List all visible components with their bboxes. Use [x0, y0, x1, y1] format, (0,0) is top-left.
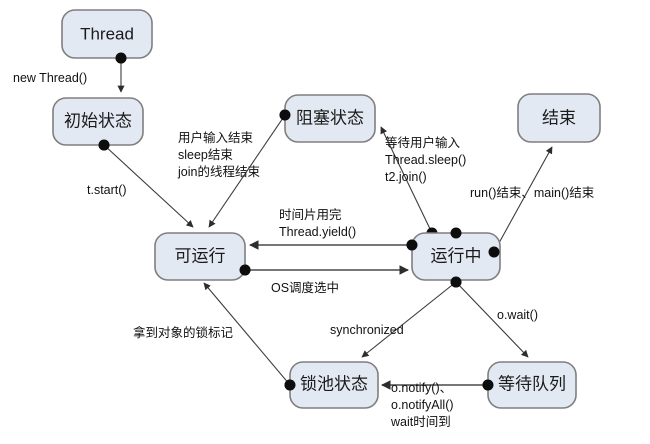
node-finished-label: 结束 — [542, 108, 576, 127]
edge-label-blocked-l1: 用户输入结束 — [178, 130, 254, 145]
node-initial-state[interactable]: 初始状态 — [52, 97, 144, 146]
node-finished[interactable]: 结束 — [517, 93, 601, 143]
node-finished-shape[interactable] — [517, 93, 601, 143]
edge-label-yield-l2: Thread.yield() — [279, 225, 356, 239]
edge-label-o-wait: o.wait() — [497, 308, 538, 322]
node-blocked-state[interactable]: 阻塞状态 — [284, 94, 376, 143]
edge-running-to-waitqueue: o.wait() — [455, 281, 538, 358]
edge-label-new-thread: new Thread() — [13, 71, 87, 85]
edge-waitqueue-to-lockpool: o.notify()、 o.notifyAll() wait时间到 — [381, 379, 494, 429]
node-running-right-dot — [488, 246, 500, 258]
node-lock-pool[interactable]: 锁池状态 — [289, 361, 379, 409]
edge-label-wait-l3: t2.join() — [385, 170, 427, 184]
node-thread-bottom-dot — [115, 52, 127, 64]
edge-label-notify-l3: wait时间到 — [390, 415, 451, 429]
edge-label-blocked-l3: join的线程结束 — [177, 164, 260, 179]
node-running-left-dot — [406, 239, 418, 251]
node-initial-bottom-dot — [98, 139, 110, 151]
edge-label-run-end: run()结束、main()结束 — [470, 186, 595, 200]
node-lockpool-left-dot — [284, 379, 296, 391]
edge-label-synchronized: synchronized — [330, 323, 404, 337]
node-wait-queue-label: 等待队列 — [498, 374, 566, 393]
edge-label-lock-mark: 拿到对象的锁标记 — [133, 325, 234, 340]
node-lock-pool-label: 锁池状态 — [300, 374, 368, 393]
node-runnable-right-dot — [239, 264, 251, 276]
edge-running-to-runnable: 时间片用完 Thread.yield() — [249, 207, 418, 251]
edge-label-notify-l1: o.notify()、 — [391, 381, 452, 395]
node-thread[interactable]: Thread — [61, 9, 153, 59]
node-thread-shape[interactable] — [61, 9, 153, 59]
node-blocked-left-dot — [279, 109, 291, 121]
node-running-label: 运行中 — [431, 246, 482, 265]
node-waitqueue-left-dot — [482, 379, 494, 391]
edge-label-t-start: t.start() — [87, 183, 127, 197]
edge-label-blocked-l2: sleep结束 — [178, 148, 233, 162]
edge-label-os-sched: OS调度选中 — [271, 280, 339, 295]
node-blocked-state-label: 阻塞状态 — [296, 108, 364, 127]
node-running[interactable]: 运行中 — [411, 232, 501, 281]
edge-label-wait-l1: 等待用户输入 — [385, 135, 461, 150]
edge-label-notify-l2: o.notifyAll() — [391, 398, 454, 412]
node-running-top-dot — [450, 227, 462, 239]
edge-label-yield-l1: 时间片用完 — [279, 207, 342, 222]
node-thread-label: Thread — [80, 24, 134, 43]
node-runnable-shape[interactable] — [154, 232, 246, 281]
node-runnable[interactable]: 可运行 — [154, 232, 246, 281]
edge-label-wait-l2: Thread.sleep() — [385, 153, 466, 167]
node-running-bottom-dot — [450, 276, 462, 288]
node-initial-state-label: 初始状态 — [64, 111, 132, 130]
node-initial-state-shape[interactable] — [52, 97, 144, 146]
node-runnable-label: 可运行 — [175, 246, 226, 265]
node-wait-queue[interactable]: 等待队列 — [487, 361, 577, 409]
